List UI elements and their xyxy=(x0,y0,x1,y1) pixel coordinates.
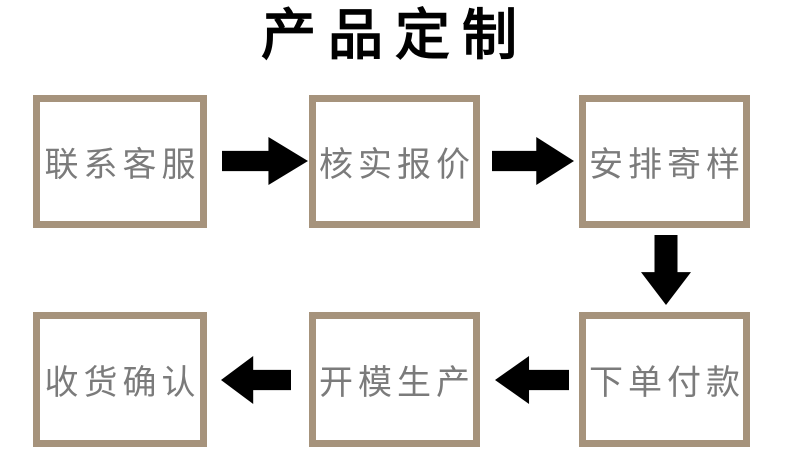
flow-step-label: 开模生产 xyxy=(319,364,475,402)
flow-step-order-payment: 下单付款 xyxy=(579,312,750,447)
flow-step-verify-quote: 核实报价 xyxy=(309,95,480,228)
arrow-right-icon xyxy=(492,137,574,185)
flow-step-label: 联系客服 xyxy=(44,146,201,184)
arrow-left-icon xyxy=(221,356,291,404)
flow-step-contact-service: 联系客服 xyxy=(33,95,207,228)
arrow-right-icon xyxy=(222,137,308,185)
flow-step-receipt-confirm: 收货确认 xyxy=(33,312,207,447)
flow-step-label: 下单付款 xyxy=(589,364,745,402)
flow-step-arrange-sample: 安排寄样 xyxy=(579,95,750,228)
arrow-down-icon xyxy=(641,235,691,305)
flow-step-label: 收货确认 xyxy=(44,364,201,402)
flow-step-mold-production: 开模生产 xyxy=(309,312,480,447)
flow-step-label: 安排寄样 xyxy=(589,146,745,184)
page-title: 产品定制 xyxy=(260,4,529,66)
arrow-left-icon xyxy=(495,356,569,404)
flow-step-label: 核实报价 xyxy=(319,146,475,184)
